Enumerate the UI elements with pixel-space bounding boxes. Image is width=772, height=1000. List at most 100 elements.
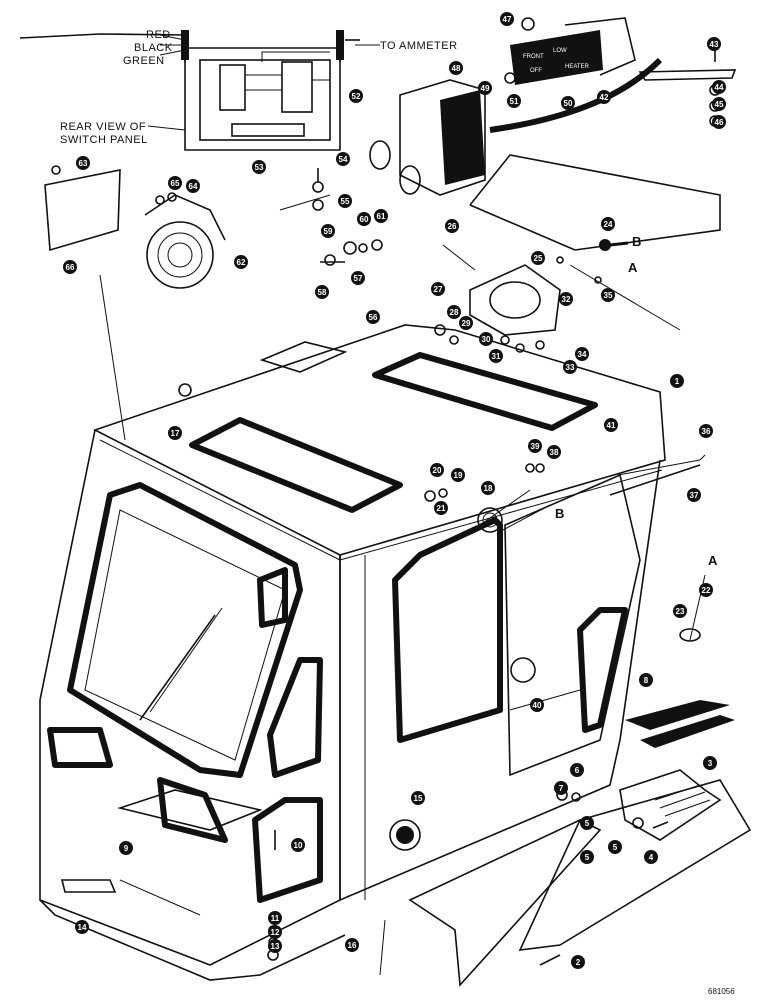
callout-5: 5 xyxy=(608,840,622,854)
callout-bubble xyxy=(707,37,721,51)
callout-number: 38 xyxy=(550,448,559,457)
callout-bubble xyxy=(445,219,459,233)
marker-a-top: A xyxy=(628,260,638,275)
switch-panel-rear-view xyxy=(19,30,380,151)
callout-number: 54 xyxy=(339,155,348,164)
wiper-motor xyxy=(469,264,561,336)
callout-bubble xyxy=(644,850,658,864)
callout-bubble xyxy=(447,305,461,319)
callout-bubble xyxy=(639,673,653,687)
callout-number: 44 xyxy=(715,83,724,92)
callout-number: 57 xyxy=(354,274,363,283)
callout-bubble xyxy=(321,224,335,238)
callout-bubble xyxy=(434,501,448,515)
callout-number: 6 xyxy=(575,766,580,775)
callout-bubble xyxy=(547,445,561,459)
callout-number: 5 xyxy=(613,843,618,852)
callout-3: 3 xyxy=(703,756,717,770)
callout-38: 38 xyxy=(547,445,561,459)
callout-number: 61 xyxy=(377,212,386,221)
callout-bubble xyxy=(478,81,492,95)
callout-number: 7 xyxy=(559,784,564,793)
callout-bubble xyxy=(374,209,388,223)
callout-50: 50 xyxy=(561,96,575,110)
callout-48: 48 xyxy=(449,61,463,75)
step-assembly xyxy=(518,769,752,951)
callout-number: 55 xyxy=(341,197,350,206)
callout-29: 29 xyxy=(459,316,473,330)
callout-37: 37 xyxy=(687,488,701,502)
callout-number: 31 xyxy=(492,352,501,361)
callout-number: 51 xyxy=(510,97,519,106)
callout-number: 43 xyxy=(710,40,719,49)
cab-body xyxy=(39,324,666,981)
callout-bubble xyxy=(575,347,589,361)
callout-56: 56 xyxy=(366,310,380,324)
callout-number: 49 xyxy=(481,84,490,93)
callout-number: 19 xyxy=(454,471,463,480)
callout-bubble xyxy=(357,212,371,226)
callout-number: 41 xyxy=(607,421,616,430)
callout-7: 7 xyxy=(554,781,568,795)
callout-65: 65 xyxy=(168,176,182,190)
callout-bubble xyxy=(608,840,622,854)
callout-number: 18 xyxy=(484,484,493,493)
callout-13: 13 xyxy=(268,939,282,953)
callout-number: 16 xyxy=(348,941,357,950)
callout-53: 53 xyxy=(252,160,266,174)
fan-leader xyxy=(99,274,126,441)
callout-bubble xyxy=(366,310,380,324)
wire-to-b xyxy=(569,264,681,331)
callout-number: 39 xyxy=(531,442,540,451)
callout-number: 32 xyxy=(562,295,571,304)
callout-number: 22 xyxy=(702,586,711,595)
callout-number: 12 xyxy=(271,928,280,937)
callout-bubble xyxy=(411,791,425,805)
rear-side-window xyxy=(577,607,628,733)
callout-number: 48 xyxy=(452,64,461,73)
callout-bubble xyxy=(479,332,493,346)
callout-21: 21 xyxy=(434,501,448,515)
callout-bubble xyxy=(481,481,495,495)
callout-58: 58 xyxy=(315,285,329,299)
callout-5: 5 xyxy=(580,816,594,830)
sunvisor-shield xyxy=(469,154,721,251)
panel-text-front: FRONT xyxy=(523,54,544,60)
roof-hatch-front xyxy=(189,417,403,513)
figure-id: 681056 xyxy=(708,987,735,996)
callout-61: 61 xyxy=(374,209,388,223)
callout-bubble xyxy=(168,426,182,440)
callout-8: 8 xyxy=(639,673,653,687)
callout-64: 64 xyxy=(186,179,200,193)
callout-number: 20 xyxy=(433,466,442,475)
callout-bubble xyxy=(580,850,594,864)
callout-bubble xyxy=(712,80,726,94)
callout-46: 46 xyxy=(712,115,726,129)
callout-bubble xyxy=(673,604,687,618)
callout-number: 21 xyxy=(437,504,446,513)
roof-vent-plate xyxy=(259,341,348,373)
callout-number: 50 xyxy=(564,99,573,108)
callout-number: 29 xyxy=(462,319,471,328)
callout-bubble xyxy=(500,12,514,26)
callout-bubble xyxy=(559,292,573,306)
callout-bubble xyxy=(268,939,282,953)
callout-number: 33 xyxy=(566,363,575,372)
callout-31: 31 xyxy=(489,349,503,363)
callout-51: 51 xyxy=(507,94,521,108)
windshield-wiper xyxy=(139,607,223,721)
callout-32: 32 xyxy=(559,292,573,306)
callout-number: 2 xyxy=(576,958,581,967)
callout-11: 11 xyxy=(268,911,282,925)
wire-harness xyxy=(489,57,663,133)
windshield-frame xyxy=(67,482,303,778)
rear-view-leader xyxy=(147,125,186,131)
callout-2: 2 xyxy=(571,955,585,969)
callout-number: 26 xyxy=(448,222,457,231)
callout-bubble xyxy=(336,152,350,166)
callout-bubble xyxy=(703,756,717,770)
callout-bubble xyxy=(451,468,465,482)
callout-number: 36 xyxy=(702,427,711,436)
callout-bubble xyxy=(168,176,182,190)
